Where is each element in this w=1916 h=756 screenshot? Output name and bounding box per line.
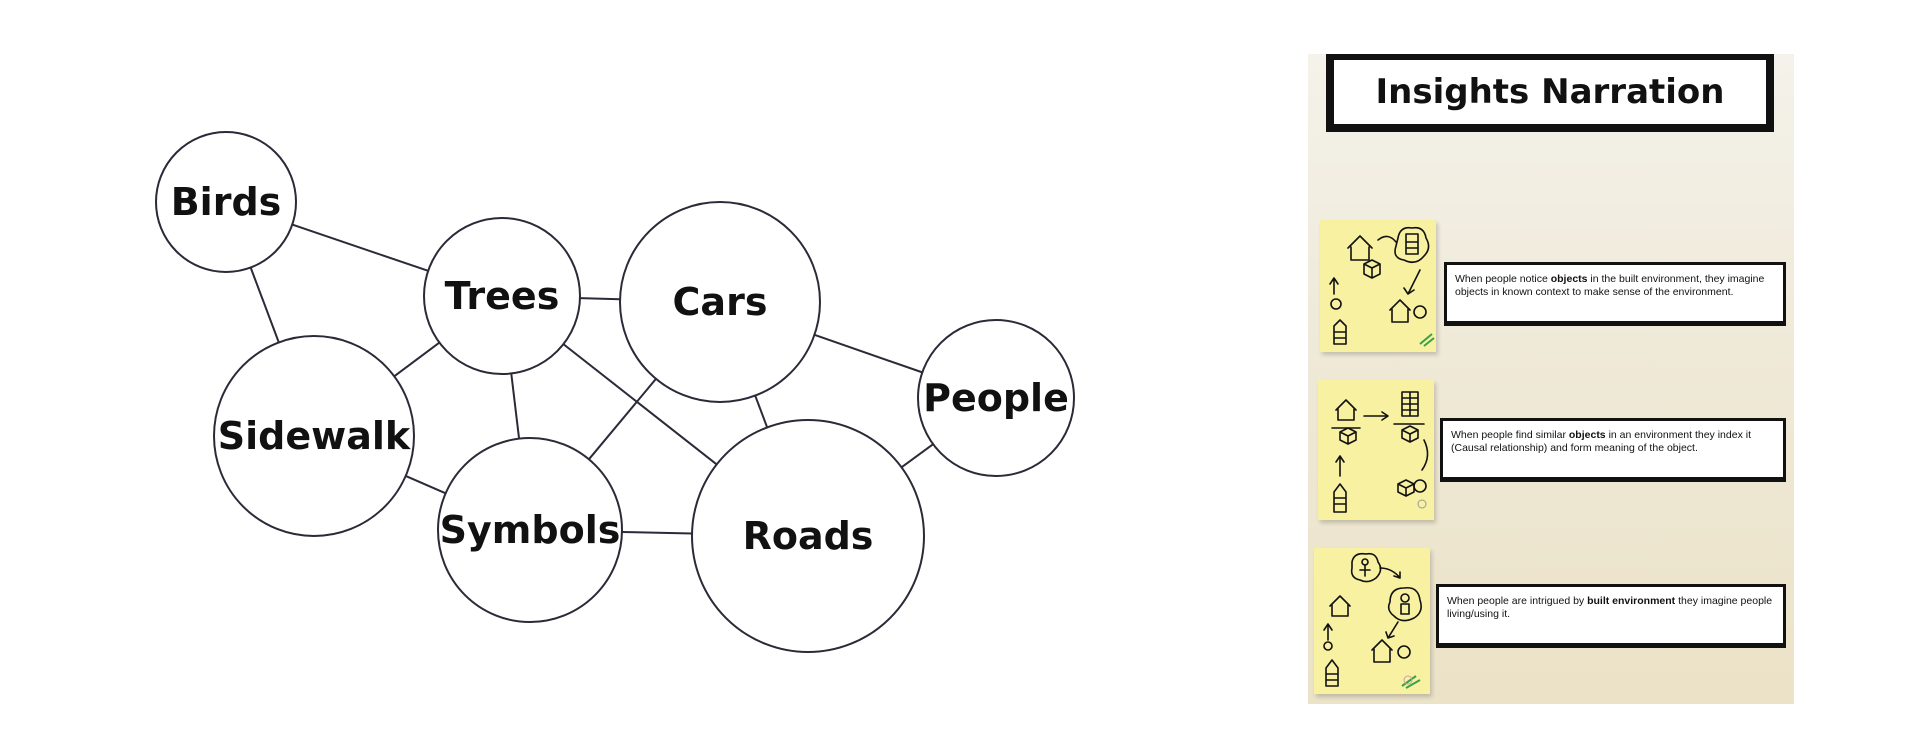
node-symbols: Symbols xyxy=(437,437,623,623)
edge-birds-trees xyxy=(291,223,429,272)
node-label-trees: Trees xyxy=(445,274,560,318)
poster-title: Insights Narration xyxy=(1375,72,1725,112)
insight-1-post: in the built environment, they imagine o… xyxy=(1455,273,1765,298)
edge-trees-cars xyxy=(579,297,621,301)
edge-sidewalk-symbols xyxy=(405,474,447,495)
node-cars: Cars xyxy=(619,201,821,403)
edge-roads-people xyxy=(900,443,934,469)
node-label-birds: Birds xyxy=(171,180,282,224)
sketch-house-cube-icon xyxy=(1329,226,1435,347)
node-sidewalk: Sidewalk xyxy=(213,335,415,537)
edge-trees-symbols xyxy=(510,373,521,439)
edge-cars-symbols xyxy=(588,378,657,460)
insight-1-bold: objects xyxy=(1550,273,1588,285)
sketch-sticky-note-3 xyxy=(1314,548,1430,694)
node-label-roads: Roads xyxy=(743,514,874,558)
node-circle-cars xyxy=(619,201,821,403)
node-circle-symbols xyxy=(437,437,623,623)
node-circle-sidewalk xyxy=(213,335,415,537)
insight-2-pre: When people find similar xyxy=(1451,429,1569,441)
insight-3-bold: built environment xyxy=(1587,595,1676,607)
insight-card-2: When people find similar objects in an e… xyxy=(1440,418,1786,482)
edge-symbols-roads xyxy=(621,530,693,535)
sketch-person-building-icon xyxy=(1323,552,1422,689)
insight-card-1: When people notice objects in the built … xyxy=(1444,262,1786,326)
node-label-people: People xyxy=(923,376,1069,420)
sketch-index-icon xyxy=(1331,391,1429,513)
insight-3-pre: When people are intrigued by xyxy=(1447,595,1588,607)
node-label-symbols: Symbols xyxy=(440,508,621,552)
node-circle-people xyxy=(917,319,1075,477)
node-label-sidewalk: Sidewalk xyxy=(218,414,411,458)
node-circle-trees xyxy=(423,217,581,375)
insight-2-post: in an environment they index it (Causal … xyxy=(1451,429,1751,454)
insights-poster-photo: Insights Narration xyxy=(1308,54,1794,704)
node-trees: Trees xyxy=(423,217,581,375)
insight-card-3: When people are intrigued by built envir… xyxy=(1436,584,1786,648)
node-people: People xyxy=(917,319,1075,477)
network-edges xyxy=(249,223,934,535)
node-circle-birds xyxy=(155,131,297,273)
sketch-sticky-note-1 xyxy=(1320,220,1436,352)
edge-cars-roads xyxy=(754,395,769,428)
edge-birds-sidewalk xyxy=(249,267,280,343)
edge-trees-roads xyxy=(562,343,718,466)
node-circle-roads xyxy=(691,419,925,653)
node-birds: Birds xyxy=(155,131,297,273)
edge-trees-sidewalk xyxy=(393,341,441,378)
poster-title-box: Insights Narration xyxy=(1326,54,1774,132)
edge-cars-people xyxy=(814,333,923,374)
node-roads: Roads xyxy=(691,419,925,653)
insight-3-post: they imagine people living/using it. xyxy=(1447,595,1773,620)
insight-1-pre: When people notice xyxy=(1455,273,1551,285)
sketch-sticky-note-2 xyxy=(1318,380,1434,520)
node-label-cars: Cars xyxy=(673,280,768,324)
insight-2-bold: objects xyxy=(1568,429,1606,441)
